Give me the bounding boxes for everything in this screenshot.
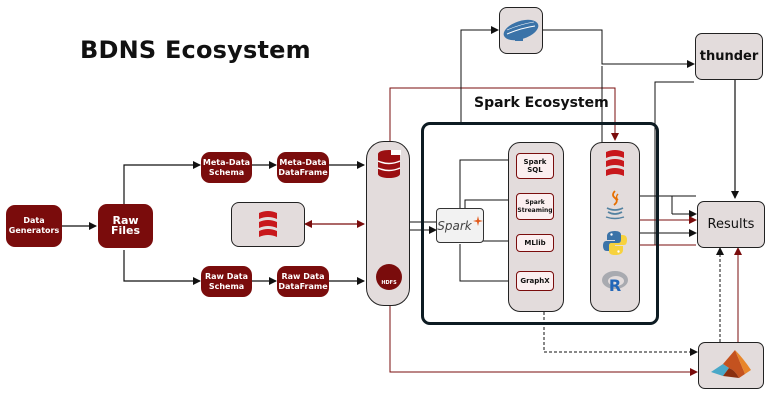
hdfs-icon: HDFS — [376, 264, 402, 290]
scala-icon — [606, 150, 624, 176]
spark-ecosystem-label: Spark Ecosystem — [474, 95, 609, 111]
raw-files-node: Raw Files — [98, 204, 153, 248]
zeppelin-icon — [503, 19, 539, 41]
scala-node — [231, 202, 305, 247]
spark-streaming-module: Spark Streaming — [516, 193, 554, 220]
mllib-module: MLlib — [516, 234, 554, 252]
spark-ecosystem-box — [421, 122, 659, 325]
spark-core-node: Spark — [436, 208, 484, 243]
thunder-node: thunder — [695, 33, 763, 80]
raw-data-dataframe-node: Raw Data DataFrame — [277, 266, 329, 297]
spark-star-icon — [472, 215, 483, 226]
results-node: Results — [697, 201, 765, 248]
page-title: BDNS Ecosystem — [80, 36, 311, 64]
meta-data-schema-node: Meta-Data Schema — [201, 152, 252, 183]
graphx-module: GraphX — [516, 271, 554, 291]
java-icon — [605, 190, 625, 220]
r-letter: R — [608, 275, 622, 295]
spark-sql-module: Spark SQL — [516, 153, 554, 179]
python-icon — [603, 231, 627, 255]
data-generators-node: Data Generators — [6, 205, 62, 247]
matlab-node — [698, 342, 764, 389]
r-icon: R — [601, 269, 629, 295]
matlab-icon — [711, 349, 751, 378]
spark-logo: Spark — [437, 218, 472, 233]
zeppelin-node — [499, 7, 543, 54]
storage-db-icon — [375, 148, 403, 180]
meta-data-dataframe-node: Meta-Data DataFrame — [277, 152, 329, 183]
hdfs-label: HDFS — [381, 280, 397, 286]
raw-data-schema-node: Raw Data Schema — [201, 266, 252, 297]
scala-icon — [259, 210, 277, 237]
